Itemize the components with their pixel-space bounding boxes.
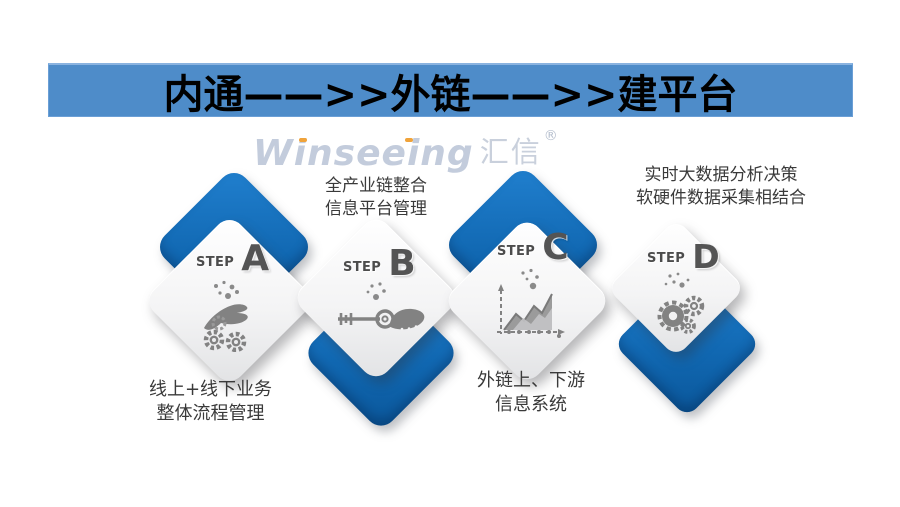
caption-line: 全产业链整合	[325, 176, 427, 196]
caption-line: 软硬件数据采集相结合	[636, 188, 806, 208]
step-letter-b: B	[388, 243, 416, 284]
step-b-caption: 全产业链整合 信息平台管理	[295, 175, 457, 221]
caption-line: 线上+线下业务	[148, 379, 273, 400]
brand-watermark: Winseeing 汇信 ®	[253, 128, 558, 174]
caption-line: 整体流程管理	[156, 403, 265, 424]
step-d-label: STEP D	[647, 237, 720, 276]
step-letter-c: C	[542, 227, 569, 268]
hand-sprinkle-gears-icon	[203, 280, 248, 352]
slide-title: 内通——>>外链——>>建平台	[163, 71, 738, 118]
step-word: STEP	[647, 251, 686, 267]
step-word: STEP	[497, 243, 536, 259]
registered-mark: ®	[543, 128, 558, 144]
brand-name-chinese: 汇信	[479, 135, 542, 169]
title-banner: 内通——>>外链——>>建平台	[48, 63, 853, 118]
step-c-caption: 外链上、下游 信息系统	[448, 369, 614, 417]
gears-cluster-icon	[657, 272, 705, 334]
step-d-caption: 实时大数据分析决策 软硬件数据采集相结合	[608, 164, 834, 210]
logo-accent-dot	[299, 138, 307, 142]
step-a-caption: 线上+线下业务 整体流程管理	[128, 378, 293, 426]
step-letter-a: A	[241, 238, 270, 279]
caption-line: 信息系统	[495, 394, 567, 415]
area-chart-icon	[497, 268, 565, 338]
step-word: STEP	[196, 254, 235, 270]
step-b-label: STEP B	[343, 243, 416, 284]
caption-line: 外链上、下游	[477, 370, 585, 391]
step-c-label: STEP C	[497, 227, 569, 268]
step-a-label: STEP A	[196, 238, 270, 279]
caption-line: 实时大数据分析决策	[644, 165, 798, 185]
caption-line: 信息平台管理	[325, 199, 427, 219]
logo-accent-dot	[405, 138, 413, 142]
step-letter-d: D	[692, 237, 720, 276]
brand-name: Winseeing	[253, 133, 474, 174]
step-word: STEP	[343, 259, 382, 275]
hand-key-icon	[338, 282, 425, 331]
